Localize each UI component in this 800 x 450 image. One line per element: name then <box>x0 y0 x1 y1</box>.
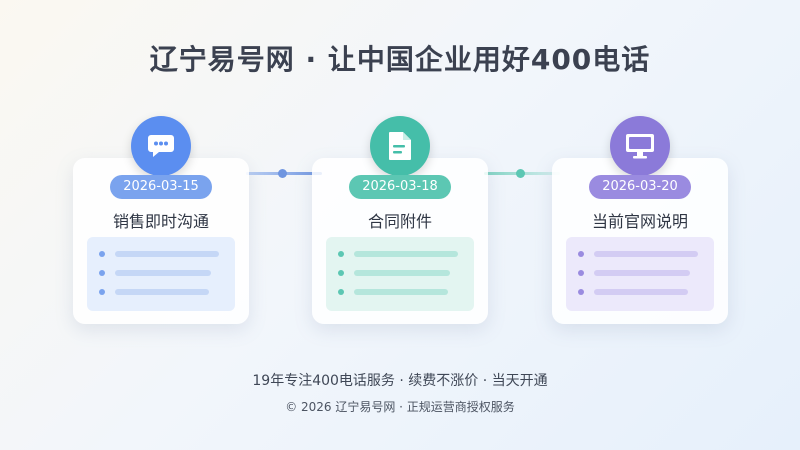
monitor-icon <box>626 134 654 159</box>
step-list-3 <box>566 237 714 311</box>
footer-tagline: 19年专注400电话服务 · 续费不涨价 · 当天开通 <box>252 373 548 389</box>
document-icon <box>389 132 411 160</box>
step-date-2: 2026-03-18 <box>349 175 451 199</box>
step-label-3: 当前官网说明 <box>591 212 688 231</box>
step-date-3: 2026-03-20 <box>589 175 691 199</box>
step-date-1: 2026-03-15 <box>110 175 212 199</box>
step-list-2 <box>326 237 474 311</box>
step-list-1 <box>87 237 235 311</box>
footer-copyright: © 2026 辽宁易号网 · 正规运营商授权服务 <box>285 400 515 414</box>
connector-dot-2 <box>516 169 525 178</box>
step-icon-circle-1 <box>131 116 191 176</box>
connector-line-2 <box>484 169 560 178</box>
chat-bubble-icon <box>148 135 174 157</box>
step-icon-circle-2 <box>370 116 430 176</box>
step-label-1: 销售即时沟通 <box>112 212 209 231</box>
step-icon-circle-3 <box>610 116 670 176</box>
connector-dot-1 <box>278 169 287 178</box>
connector-line-1 <box>246 169 322 178</box>
step-label-2: 合同附件 <box>367 212 432 231</box>
page-title: 辽宁易号网 · 让中国企业用好400电话 <box>149 43 651 76</box>
